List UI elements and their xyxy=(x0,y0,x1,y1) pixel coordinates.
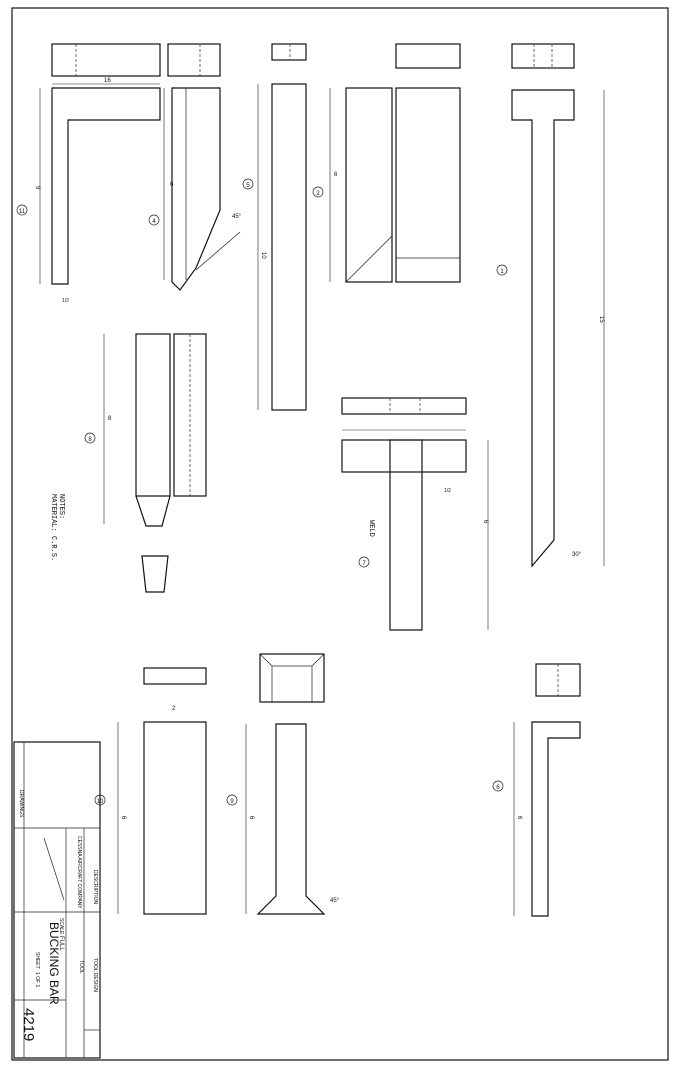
dim-6-part-10: 6 xyxy=(120,816,126,820)
part-11-label: 11 xyxy=(19,209,26,215)
part-6-view: 6 6 xyxy=(492,663,581,917)
part-4-label: 4 xyxy=(152,219,156,225)
title-block-drawing-number: 4219 xyxy=(20,1008,37,1041)
title-block-sheet-value: 1 OF 1 xyxy=(34,972,40,988)
part-9-label: 9 xyxy=(230,799,234,805)
title-block-sheet-label: SHEET xyxy=(34,952,40,969)
part-8-view: 8 8 xyxy=(84,333,207,593)
part-2-view: 2 6 xyxy=(312,43,461,283)
dim-6-part-6: 6 xyxy=(516,816,522,820)
part-10-view: 10 6 2 xyxy=(94,667,207,915)
part-4-view: 4 6 45° xyxy=(148,43,242,291)
part-1-view: 1 15 30° xyxy=(496,43,605,568)
dim-9-part-11: 9 xyxy=(34,186,40,190)
dim-16-part-11: 16 xyxy=(104,78,111,84)
notes-block: NOTES: MATERIAL: C.R.S. xyxy=(49,494,65,561)
dim-half-part-11: 1/2 xyxy=(62,298,69,304)
part-5-view: 5 10 xyxy=(242,43,307,411)
dim-30-part-1: 30° xyxy=(572,552,582,558)
dim-10-part-5: 10 xyxy=(260,252,266,259)
weld-label: WELD xyxy=(367,520,375,537)
dim-2-part-10: 2 xyxy=(172,706,176,712)
part-7-label: 7 xyxy=(362,561,366,567)
part-5-label: 5 xyxy=(246,183,250,189)
part-6-label: 6 xyxy=(496,785,500,791)
dim-6-part-4: 6 xyxy=(170,182,174,188)
sheet-border xyxy=(11,7,669,1061)
title-block: DRAWINGS BUCKING BAR 4219 CESSNA AIRCRAF… xyxy=(13,741,101,1059)
part-8-label: 8 xyxy=(88,437,92,443)
dim-8-part-8: 8 xyxy=(108,416,112,422)
title-block-dept: TOOL DESIGN xyxy=(92,958,98,992)
title-block-drawings-label: DRAWINGS xyxy=(18,790,24,818)
dim-45-part-9: 45° xyxy=(330,898,340,904)
title-block-title: BUCKING BAR xyxy=(47,922,61,1005)
part-2-label: 2 xyxy=(316,191,320,197)
part-11-view: 11 9 16 1/2 xyxy=(16,43,161,304)
title-block-scale-value: FULL xyxy=(58,936,64,951)
notes-heading: NOTES: xyxy=(57,494,65,519)
notes-material: MATERIAL: C.R.S. xyxy=(49,494,57,561)
part-1-label: 1 xyxy=(500,269,504,275)
dim-6-part-7: 6 xyxy=(482,520,488,524)
dim-45-part-4: 45° xyxy=(232,214,242,220)
dim-6-part-2: 6 xyxy=(334,172,338,178)
title-block-description-label: DESCRIPTION xyxy=(92,870,98,905)
title-block-scale-label: SCALE xyxy=(58,918,64,935)
dim-6-part-9: 6 xyxy=(248,816,254,820)
part-7-view: 7 WELD 6 1/2 xyxy=(341,397,489,631)
dim-15-part-1: 15 xyxy=(598,316,604,323)
part-9-view: 9 6 45° xyxy=(226,653,340,915)
title-block-company: CESSNA AIRCRAFT COMPANY xyxy=(76,836,82,909)
dim-half-part-7: 1/2 xyxy=(444,488,451,494)
title-block-tool-label: TOOL xyxy=(78,960,84,974)
